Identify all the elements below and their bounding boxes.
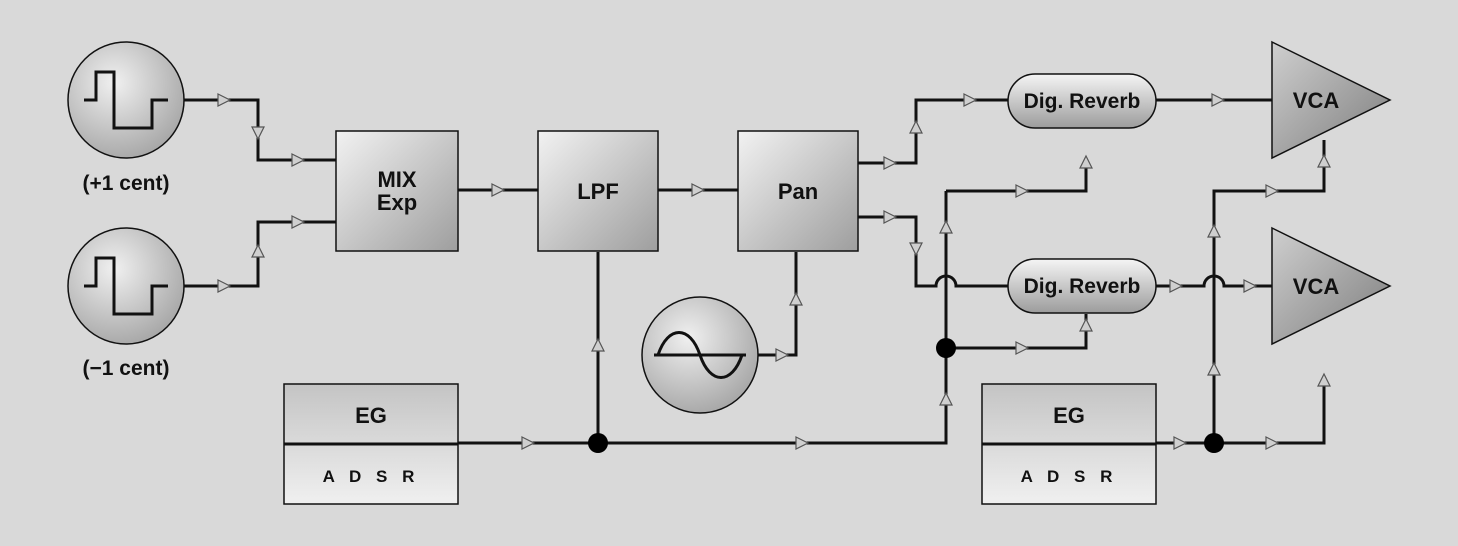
arrow-right-icon bbox=[1169, 279, 1184, 293]
pulse-wave-icon bbox=[84, 70, 168, 130]
arrow-right-icon bbox=[775, 348, 790, 362]
arrow-right-icon bbox=[521, 436, 536, 450]
arrow-up-icon bbox=[1207, 223, 1221, 238]
junction-dots bbox=[588, 338, 1224, 453]
arrow-right-icon bbox=[1211, 93, 1226, 107]
arrow-down-icon bbox=[251, 126, 265, 141]
arrow-up-icon bbox=[1317, 153, 1331, 168]
arrow-right-icon bbox=[691, 183, 706, 197]
envelope-generator-1: EG A D S R bbox=[283, 383, 459, 505]
arrow-right-icon bbox=[291, 153, 306, 167]
oscillator-label: (+1 cent) bbox=[83, 172, 170, 195]
oscillator-minus-1-cent: (−1 cent) bbox=[67, 227, 185, 380]
arrow-up-icon bbox=[1079, 154, 1093, 169]
arrow-right-icon bbox=[883, 156, 898, 170]
junction-dot bbox=[1204, 433, 1224, 453]
exp-label: Exp bbox=[377, 190, 417, 215]
arrow-right-icon bbox=[963, 93, 978, 107]
junction-dot bbox=[588, 433, 608, 453]
arrow-right-icon bbox=[217, 279, 232, 293]
mix-exp-module: MIX Exp bbox=[335, 130, 459, 252]
digital-reverb-bottom: Dig. Reverb bbox=[1007, 258, 1157, 314]
reverb-label: Dig. Reverb bbox=[1024, 90, 1141, 113]
oscillator-plus-1-cent: (+1 cent) bbox=[67, 41, 185, 195]
arrow-right-icon bbox=[1015, 341, 1030, 355]
eg-title: EG bbox=[1053, 403, 1085, 428]
arrow-up-icon bbox=[939, 391, 953, 406]
arrow-right-icon bbox=[217, 93, 232, 107]
arrow-up-icon bbox=[251, 243, 265, 258]
sine-wave-icon bbox=[656, 331, 744, 379]
arrow-right-icon bbox=[1243, 279, 1258, 293]
vca-label: VCA bbox=[1293, 274, 1340, 299]
oscillator-label: (−1 cent) bbox=[83, 357, 170, 380]
arrow-right-icon bbox=[291, 215, 306, 229]
vca-label: VCA bbox=[1293, 88, 1340, 113]
flow-arrows bbox=[217, 93, 1331, 450]
pan-label: Pan bbox=[778, 179, 818, 204]
pulse-wave-icon bbox=[84, 256, 168, 316]
arrow-right-icon bbox=[1173, 436, 1188, 450]
arrow-up-icon bbox=[939, 219, 953, 234]
arrow-right-icon bbox=[883, 210, 898, 224]
arrow-right-icon bbox=[1265, 436, 1280, 450]
adsr-label: A D S R bbox=[1021, 467, 1118, 486]
lpf-module: LPF bbox=[537, 130, 659, 252]
arrow-down-icon bbox=[909, 242, 923, 257]
eg-title: EG bbox=[355, 403, 387, 428]
vca-bottom: VCA bbox=[1271, 226, 1392, 346]
reverb-label: Dig. Reverb bbox=[1024, 275, 1141, 298]
mix-label: MIX bbox=[377, 167, 416, 192]
lpf-label: LPF bbox=[577, 179, 619, 204]
arrow-right-icon bbox=[795, 436, 810, 450]
junction-dot bbox=[936, 338, 956, 358]
envelope-generator-2: EG A D S R bbox=[981, 383, 1157, 505]
arrow-right-icon bbox=[1265, 184, 1280, 198]
arrow-up-icon bbox=[1079, 317, 1093, 332]
adsr-label: A D S R bbox=[323, 467, 420, 486]
vca-top: VCA bbox=[1271, 40, 1392, 160]
arrow-up-icon bbox=[1317, 372, 1331, 387]
arrow-up-icon bbox=[1207, 361, 1221, 376]
arrow-right-icon bbox=[491, 183, 506, 197]
arrow-up-icon bbox=[789, 291, 803, 306]
digital-reverb-top: Dig. Reverb bbox=[1007, 73, 1157, 129]
arrow-up-icon bbox=[591, 337, 605, 352]
pan-module: Pan bbox=[737, 130, 859, 252]
arrow-right-icon bbox=[1015, 184, 1030, 198]
arrow-up-icon bbox=[909, 119, 923, 134]
lfo-oscillator bbox=[641, 296, 759, 414]
